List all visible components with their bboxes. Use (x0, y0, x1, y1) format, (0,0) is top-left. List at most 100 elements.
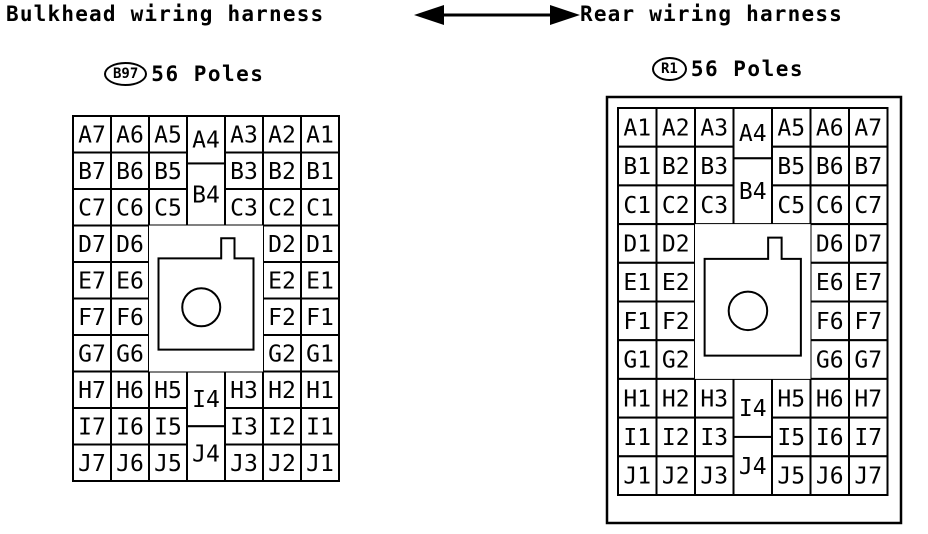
pin-label: I1 (623, 425, 651, 451)
pin-cell: C3 (694, 184, 735, 226)
pin-label: C5 (777, 193, 805, 219)
pin-label: H5 (154, 378, 182, 404)
pin-cell: H5 (771, 377, 812, 419)
pin-label: H7 (854, 386, 882, 412)
pin-cell-large: A4 (732, 107, 773, 160)
pin-label: B1 (623, 154, 651, 180)
pin-label: G2 (268, 341, 296, 367)
pin-cell: A7 (72, 115, 112, 154)
pin-label: B3 (230, 159, 258, 185)
pin-cell: B2 (655, 145, 696, 187)
pin-cell: D7 (72, 224, 112, 263)
pin-label: E1 (623, 270, 651, 296)
bulkhead-harness-title: Bulkhead wiring harness (6, 2, 325, 26)
pin-cell: B2 (262, 151, 302, 190)
pin-cell: I1 (617, 416, 658, 458)
pin-label: I6 (816, 425, 844, 451)
pin-label: C2 (662, 193, 690, 219)
pin-label: C7 (854, 193, 882, 219)
pin-label: C6 (816, 193, 844, 219)
pin-cell: C7 (848, 184, 889, 226)
pin-cell: J7 (72, 443, 112, 482)
pin-cell: E6 (809, 261, 850, 303)
locking-key-icon (157, 237, 255, 351)
pin-cell: G7 (72, 334, 112, 373)
pin-label: B5 (777, 154, 805, 180)
pin-cell: G1 (617, 339, 658, 380)
pin-cell: J1 (300, 443, 340, 482)
pin-cell: C6 (110, 188, 150, 227)
pin-label: J1 (623, 464, 651, 490)
pin-cell: H1 (300, 370, 340, 409)
pin-cell: A7 (848, 107, 889, 148)
pin-cell: I2 (655, 416, 696, 458)
pin-cell: B6 (110, 151, 150, 190)
pin-label: E7 (854, 270, 882, 296)
pin-cell: F2 (262, 297, 302, 336)
pin-label: D1 (306, 232, 334, 258)
pin-label: G7 (854, 348, 882, 374)
pin-label: A7 (854, 115, 882, 141)
pin-label: E6 (816, 270, 844, 296)
pin-cell: J7 (848, 455, 889, 496)
pin-label: E7 (78, 268, 106, 294)
pin-cell: E1 (617, 261, 658, 303)
pin-cell: F1 (617, 300, 658, 342)
pin-label: G6 (816, 348, 844, 374)
pin-cell: D2 (262, 224, 302, 263)
pin-cell: C2 (262, 188, 302, 227)
pin-label: H6 (116, 378, 144, 404)
pin-cell: G2 (262, 334, 302, 373)
pin-label: E1 (306, 268, 334, 294)
pin-label: J5 (154, 451, 182, 477)
pin-label: C3 (230, 195, 258, 221)
pin-label: J4 (192, 442, 220, 468)
pin-label: F2 (662, 309, 690, 335)
pin-label: J3 (700, 464, 728, 490)
pin-cell: D6 (110, 224, 150, 263)
pin-label: J7 (78, 451, 106, 477)
pin-label: D2 (268, 232, 296, 258)
pin-cell-large: A4 (186, 115, 226, 165)
pin-cell: C6 (809, 184, 850, 226)
pin-cell: G1 (300, 334, 340, 373)
pin-cell: I7 (72, 407, 112, 446)
pin-cell: A3 (224, 115, 264, 154)
pin-label: I7 (78, 414, 106, 440)
pin-label: H2 (268, 378, 296, 404)
pin-cell: H7 (848, 377, 889, 419)
pin-cell: J5 (148, 443, 188, 482)
pin-label: C1 (623, 193, 651, 219)
pin-label: C6 (116, 195, 144, 221)
pin-label: H7 (78, 378, 106, 404)
pin-label: I7 (854, 425, 882, 451)
pin-cell: J1 (617, 455, 658, 496)
rear-harness-title: Rear wiring harness (580, 2, 844, 26)
pin-label: J2 (268, 451, 296, 477)
pin-label: A2 (268, 122, 296, 148)
pin-cell: D2 (655, 223, 696, 264)
pin-cell: J2 (655, 455, 696, 496)
pin-label: H5 (777, 386, 805, 412)
pin-cell: E2 (262, 261, 302, 300)
pin-label: F1 (623, 309, 651, 335)
pin-label: A2 (662, 115, 690, 141)
connector-frame (605, 95, 903, 525)
pin-cell: A6 (809, 107, 850, 148)
pin-cell: B1 (300, 151, 340, 190)
pin-cell: C1 (300, 188, 340, 227)
pin-label: F6 (816, 309, 844, 335)
pin-cell: H6 (809, 377, 850, 419)
pin-cell: H6 (110, 370, 150, 409)
pin-cell: D7 (848, 223, 889, 264)
pin-label: F7 (854, 309, 882, 335)
pin-label: E2 (662, 270, 690, 296)
pin-cell: I1 (300, 407, 340, 446)
pin-cell: I6 (110, 407, 150, 446)
pin-cell: B6 (809, 145, 850, 187)
pin-cell: F7 (72, 297, 112, 336)
